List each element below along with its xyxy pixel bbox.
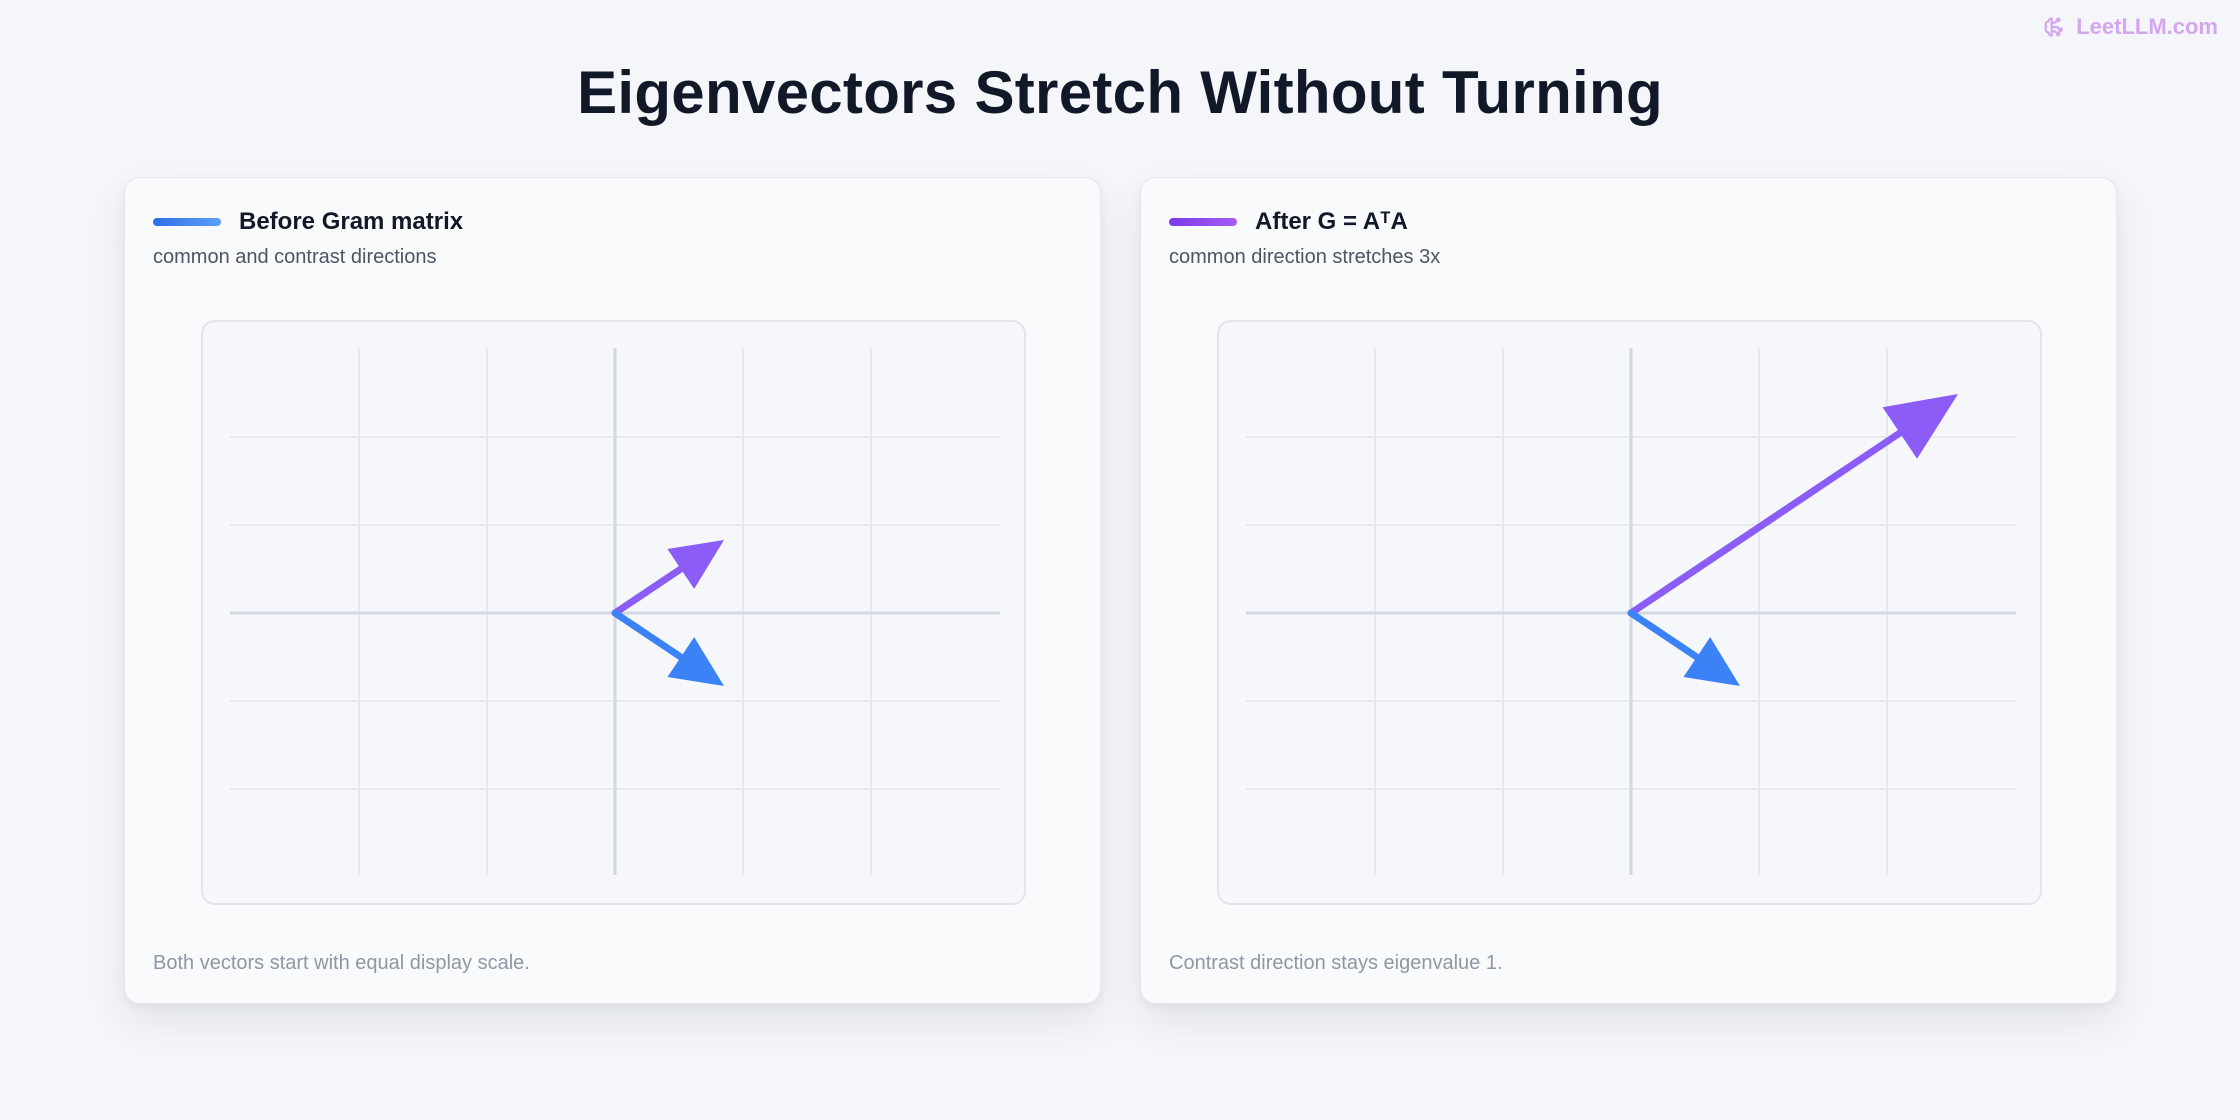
panel-caption: Contrast direction stays eigenvalue 1. bbox=[1169, 952, 1503, 974]
panel-header: After G = AᵀA bbox=[1169, 208, 1408, 236]
page-title: Eigenvectors Stretch Without Turning bbox=[577, 59, 1663, 126]
vector-plot-canvas bbox=[230, 348, 1000, 875]
contrast-arrowhead bbox=[667, 637, 724, 686]
common-arrowhead bbox=[667, 540, 724, 589]
panel-subtitle: common direction stretches 3x bbox=[1169, 246, 1441, 268]
panel-title: After G = AᵀA bbox=[1255, 208, 1408, 235]
common-vector bbox=[611, 540, 724, 617]
panel-header: Before Gram matrix bbox=[153, 208, 463, 236]
common-vector bbox=[1627, 394, 1958, 617]
panel-after: After G = AᵀA common direction stretches… bbox=[1140, 177, 2117, 1004]
legend-swatch bbox=[153, 218, 221, 226]
panel-before: Before Gram matrix common and contrast d… bbox=[124, 177, 1101, 1004]
panel-title: Before Gram matrix bbox=[239, 208, 464, 235]
contrast-vector bbox=[611, 609, 724, 686]
brain-icon bbox=[2044, 17, 2064, 37]
vector-plot bbox=[1217, 320, 2042, 905]
vector-plot-canvas bbox=[1246, 348, 2016, 875]
common-arrowhead bbox=[1882, 394, 1958, 459]
contrast-arrowhead bbox=[1683, 637, 1740, 686]
contrast-vector bbox=[1627, 609, 1740, 686]
vector-plot bbox=[201, 320, 1026, 905]
panel-caption: Both vectors start with equal display sc… bbox=[153, 952, 530, 974]
panel-subtitle: common and contrast directions bbox=[153, 246, 437, 268]
legend-swatch bbox=[1169, 218, 1237, 226]
brand-name: LeetLLM.com bbox=[2076, 14, 2218, 39]
brand-logo[interactable]: LeetLLM.com bbox=[2042, 14, 2218, 40]
